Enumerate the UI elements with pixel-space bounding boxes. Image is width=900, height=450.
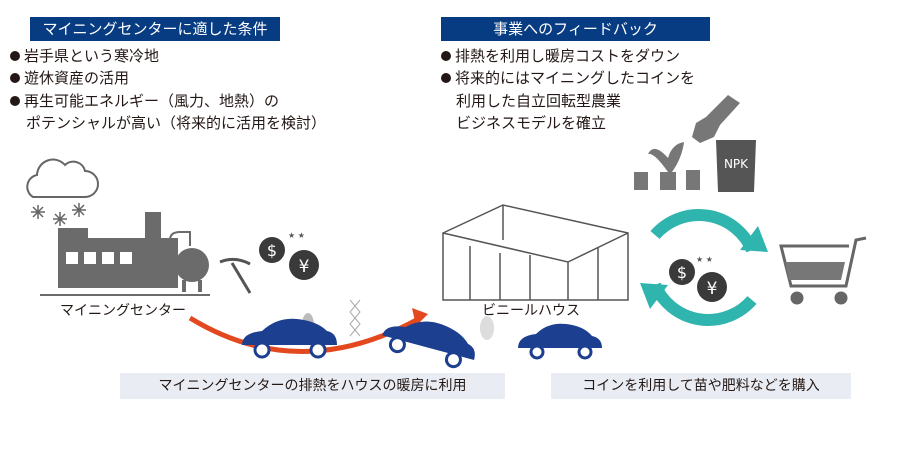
- car-icon: [242, 318, 337, 359]
- right-bullet: 排熱を利用し暖房コストをダウン: [441, 45, 680, 67]
- cloud-icon: [26, 158, 99, 198]
- svg-text:★ ★: ★ ★: [696, 255, 713, 264]
- left-panel-title: マイニングセンターに適した条件: [30, 17, 280, 41]
- fertilizer-bottle-icon: [692, 95, 740, 143]
- yen-symbol: ¥: [299, 257, 310, 277]
- svg-text:NPK: NPK: [724, 157, 749, 171]
- right-bullet: 将来的にはマイニングしたコインを: [441, 67, 695, 89]
- factory-icon: [40, 212, 210, 296]
- npk-bag-icon: NPK: [716, 140, 756, 192]
- car-icon: [382, 321, 475, 369]
- car-icon: [518, 323, 602, 360]
- coins-icon: $ ¥ ★ ★: [259, 231, 319, 280]
- left-bullet: 岩手県という寒冷地: [10, 45, 159, 67]
- coins-icon: $ ¥ ★ ★: [669, 255, 727, 302]
- greenhouse-label: ビニールハウス: [482, 303, 580, 319]
- pickaxe-icon: [219, 257, 252, 294]
- footer-right-caption: コインを利用して苗や肥料などを購入: [551, 373, 851, 399]
- left-bullet-continuation: ポテンシャルが高い（将来的に活用を検討）: [26, 114, 327, 132]
- left-bullet: 再生可能エネルギー（風力、地熱）の: [10, 90, 279, 112]
- svg-text:$: $: [677, 263, 687, 282]
- right-bullet-continuation: ビジネスモデルを確立: [456, 114, 607, 132]
- seedling-pots-icon: [634, 142, 700, 190]
- dollar-symbol: $: [267, 241, 277, 260]
- left-bullet: 遊休資産の活用: [10, 67, 129, 89]
- right-panel-title: 事業へのフィードバック: [441, 17, 710, 41]
- heat-waves-icon: [349, 299, 361, 337]
- right-bullet-continuation: 利用した自立回転型農業: [456, 92, 622, 110]
- shopping-cart-icon: [779, 236, 867, 305]
- cycle-arrows-icon: [649, 209, 758, 326]
- mining-center-label: マイニングセンター: [60, 303, 186, 319]
- footer-left-caption: マイニングセンターの排熱をハウスの暖房に利用: [120, 373, 505, 399]
- snowflake-icon: [31, 203, 86, 226]
- svg-text:★ ★: ★ ★: [288, 231, 305, 240]
- greenhouse-icon: [442, 204, 629, 301]
- svg-text:¥: ¥: [707, 279, 718, 299]
- tree-icon: [480, 316, 494, 340]
